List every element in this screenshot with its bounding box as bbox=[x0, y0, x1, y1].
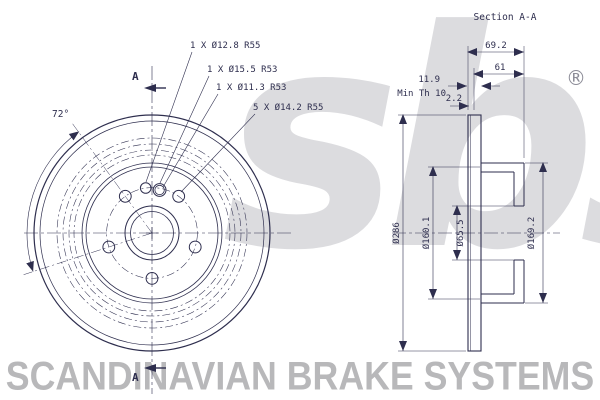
angle-label: 72° bbox=[52, 109, 69, 120]
section-marker-bottom: A bbox=[132, 371, 139, 384]
section-title: Section A-A bbox=[474, 12, 537, 23]
footer-company-name: SCANDINAVIAN BRAKE SYSTEMS bbox=[5, 354, 595, 399]
dim-overall-width: 69.2 bbox=[485, 41, 507, 51]
bolt-hole bbox=[172, 189, 186, 203]
leader-line-1 bbox=[145, 51, 193, 183]
bolt-hole bbox=[188, 240, 202, 254]
dim-outer-dia: Ø286 bbox=[391, 222, 402, 244]
hat-profile-bottom bbox=[481, 259, 525, 304]
friction-ring-outline bbox=[467, 114, 482, 352]
leader-line-3 bbox=[162, 93, 219, 188]
stepped-hole-outer bbox=[152, 183, 167, 197]
sbs-watermark-logo: sbs bbox=[222, 0, 600, 316]
leader-line-2 bbox=[159, 75, 210, 184]
section-view: Section A-A 69.2 61 11.9 Min Th 10 2.2 bbox=[391, 12, 560, 352]
dim-ring-thickness: 11.9 bbox=[418, 75, 440, 85]
callout-hole-1: 1 X Ø12.8 R55 bbox=[190, 40, 260, 51]
callout-hole-4: 5 X Ø14.2 R55 bbox=[253, 102, 323, 113]
dim-hat-dia: Ø169.2 bbox=[526, 217, 537, 250]
angle-ray-1 bbox=[72, 123, 153, 234]
leader-line-4 bbox=[180, 113, 256, 193]
angle-ray-2 bbox=[23, 232, 153, 275]
bolt-hole bbox=[145, 272, 159, 285]
dim-bore-dia: Ø65.5 bbox=[455, 219, 466, 246]
stepped-hole-inner bbox=[154, 184, 165, 196]
dim-min-thickness: Min Th 10 bbox=[397, 89, 446, 99]
bolt-hole bbox=[102, 240, 116, 254]
front-view: 72° A A 1 X Ø12.8 R55 1 X Ø15.5 R53 1 X … bbox=[23, 40, 323, 394]
section-arrow-bottom bbox=[144, 364, 156, 372]
center-bore-circle bbox=[124, 205, 180, 261]
registered-trademark-symbol: ® bbox=[566, 66, 586, 90]
hat-outer-circle bbox=[81, 162, 223, 304]
bolt-hole bbox=[118, 189, 132, 203]
callout-hole-3: 1 X Ø11.3 R53 bbox=[216, 82, 286, 93]
bolt-circle bbox=[106, 187, 198, 279]
locating-hole bbox=[139, 182, 152, 194]
dim-hat-depth: 61 bbox=[495, 63, 506, 73]
dim-friction-inner-dia: Ø160.1 bbox=[421, 217, 432, 250]
hub-step-circle bbox=[130, 211, 174, 255]
friction-band-circle-1 bbox=[56, 137, 248, 329]
hat-profile-top bbox=[481, 162, 525, 207]
dim-lip: 2.2 bbox=[446, 94, 462, 104]
section-marker-top: A bbox=[132, 70, 139, 83]
angle-arc bbox=[26, 131, 80, 272]
friction-inner-circle bbox=[85, 166, 219, 300]
callout-hole-2: 1 X Ø15.5 R53 bbox=[207, 64, 277, 75]
section-arrow-top bbox=[144, 84, 156, 92]
